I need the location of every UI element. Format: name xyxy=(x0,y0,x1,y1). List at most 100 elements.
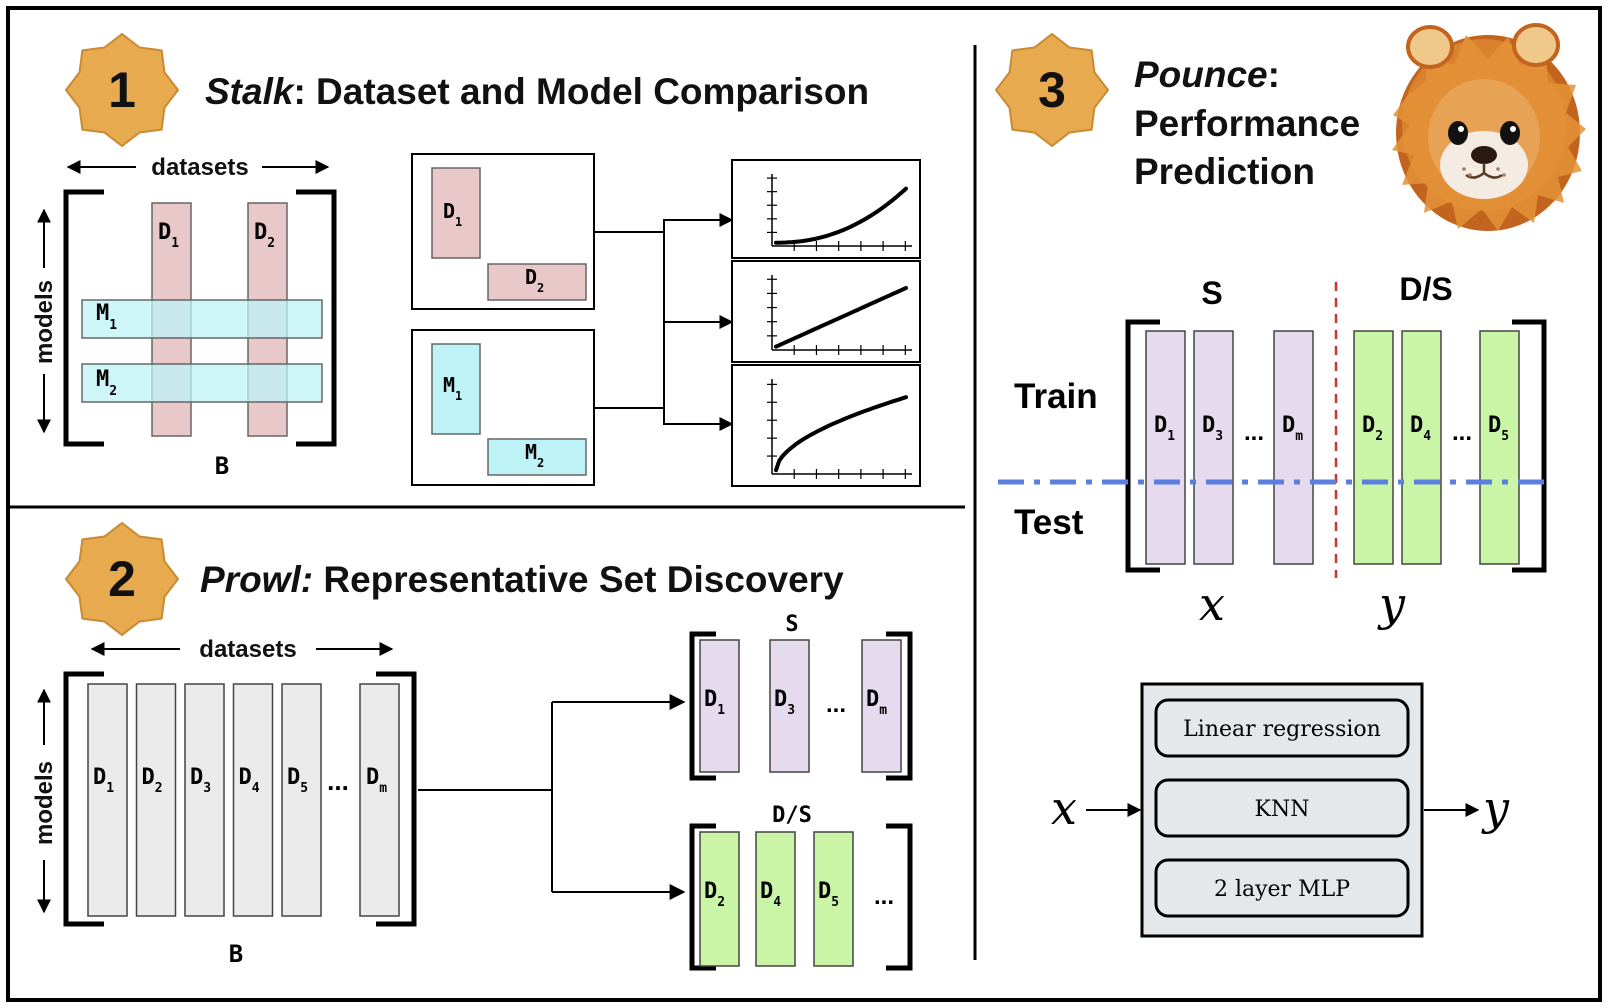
comparison-d1-label: D1 xyxy=(443,199,462,229)
matrix-left-bracket xyxy=(63,189,104,447)
p2-s-column xyxy=(769,639,810,773)
panel-3-title-line1: Pounce: xyxy=(1134,54,1280,95)
p2-column-label: D1 xyxy=(93,765,114,796)
panel-3-title-rest: : xyxy=(1268,54,1280,95)
p2-ds-column xyxy=(813,831,854,967)
p2-ellipsis: ... xyxy=(327,766,349,796)
p2-s-column xyxy=(699,639,740,773)
p3-ds-column-label: D4 xyxy=(1410,413,1431,444)
panel-3: 3 Pounce: Performance Prediction S xyxy=(994,23,1586,938)
panel-3-title-line3: Prediction xyxy=(1134,151,1315,192)
panel-1-title-rest: : Dataset and Model Comparison xyxy=(293,71,869,112)
p3-left-bracket xyxy=(1125,319,1160,573)
p2-column-label: D2 xyxy=(142,765,163,796)
p3-test-label: Test xyxy=(1014,503,1084,542)
connector-to-plot-1 xyxy=(594,213,734,233)
matrix-right-bracket xyxy=(296,189,337,447)
p3-s-column xyxy=(1193,330,1234,565)
predictor-model-label: 2 layer MLP xyxy=(1214,877,1350,902)
lion-face-icon xyxy=(1392,23,1586,231)
p3-ds-ellipsis: ... xyxy=(1452,419,1472,446)
p3-ds-label-d5: D5 xyxy=(1488,413,1509,444)
p2-ds-column-label: D2 xyxy=(704,879,725,910)
comparison-m2-label: M2 xyxy=(525,440,544,470)
comparison-d2 xyxy=(487,263,587,301)
p3-s-label: S xyxy=(1201,275,1222,311)
badge-3-shape xyxy=(994,32,1110,148)
predictor-model-label: KNN xyxy=(1255,797,1310,822)
comparison-m1 xyxy=(431,343,481,435)
p2-s-column-dm xyxy=(861,639,902,773)
badge-3-number: 3 xyxy=(1038,62,1066,118)
panel-1-matrix-label: B xyxy=(215,452,229,480)
comparison-m1-label: M1 xyxy=(443,373,462,403)
panel-3-title-line2: Performance xyxy=(1134,103,1360,144)
badge-2-number: 2 xyxy=(108,551,136,607)
panel-2-matrix-label: B xyxy=(229,940,243,968)
panel-1-title: Stalk: Dataset and Model Comparison xyxy=(205,71,869,112)
performance-plots xyxy=(731,159,921,487)
column-label-d1: D1 xyxy=(158,220,179,251)
p2-ds-column xyxy=(699,831,740,967)
p2-ds-label: D/S xyxy=(772,803,812,828)
p2-column-label: D5 xyxy=(287,765,308,796)
panel-3-title-italic: Pounce xyxy=(1134,54,1268,95)
p2-dataset-columns: D1 D2 D3 D4 D5 xyxy=(87,683,322,917)
panel-2-title-rest: Representative Set Discovery xyxy=(313,559,844,600)
p3-right-bracket xyxy=(1512,319,1547,573)
panel-1: 1 Stalk: Dataset and Model Comparison da… xyxy=(31,32,921,487)
panel-2-title-italic: Prowl: xyxy=(200,559,313,600)
p2-ds-column-label: D4 xyxy=(760,879,781,910)
p3-s-column xyxy=(1145,330,1186,565)
p2-s-columns: D1 D3 xyxy=(699,639,810,773)
row-label-m2: M2 xyxy=(96,367,117,399)
p2-ds-column-label: D5 xyxy=(818,879,839,910)
p2-dataset-column-dm xyxy=(359,683,400,917)
row-label-m1: M1 xyxy=(96,301,117,333)
panel-2-datasets-label: datasets xyxy=(199,636,296,663)
p2-matrix-right-bracket xyxy=(376,671,417,927)
p2-ds-ellipsis: ... xyxy=(874,883,894,910)
comparison-m2 xyxy=(487,438,587,476)
p3-ds-column xyxy=(1353,330,1394,565)
p2-column-label: D4 xyxy=(239,765,260,796)
p3-s-label-dm: Dm xyxy=(1282,413,1303,444)
model-row-m1 xyxy=(81,299,323,339)
panel-2-models-label: models xyxy=(31,761,58,845)
p2-s-label-dm: Dm xyxy=(866,687,887,718)
p2-ds-left-bracket xyxy=(689,823,716,971)
predictor-model-label: Linear regression xyxy=(1183,717,1381,742)
comparison-d2-label: D2 xyxy=(525,265,544,295)
badge-1-number: 1 xyxy=(108,62,136,118)
p2-column-label: D3 xyxy=(190,765,211,796)
p2-matrix-left-bracket xyxy=(63,671,104,927)
p3-x-label: x xyxy=(1199,577,1225,631)
concave-curve-plot xyxy=(731,364,921,487)
p3-ds-column-label: D2 xyxy=(1362,413,1383,444)
panel-1-datasets-label: datasets xyxy=(151,154,248,181)
p2-s-right-bracket xyxy=(886,631,913,781)
p3-train-label: Train xyxy=(1014,377,1098,416)
badge-2: 2 xyxy=(64,521,180,637)
p3-s-ellipsis: ... xyxy=(1244,419,1264,446)
predictor-model-1 xyxy=(1154,778,1410,838)
p3-ds-column xyxy=(1401,330,1442,565)
p2-column-label-dm: Dm xyxy=(366,765,387,796)
p3-output-y: y xyxy=(1481,781,1510,835)
p2-dataset-column xyxy=(281,683,322,917)
p3-y-label: y xyxy=(1377,577,1406,631)
comparison-d1 xyxy=(431,167,481,259)
p2-s-column-label: D1 xyxy=(704,687,725,718)
panel-2: 2 Prowl: Representative Set Discovery da… xyxy=(31,521,913,971)
p2-s-ellipsis: ... xyxy=(826,691,846,718)
badge-3: 3 xyxy=(994,32,1110,148)
p2-s-column-label: D3 xyxy=(774,687,795,718)
p2-dataset-column xyxy=(87,683,128,917)
convex-curve-plot xyxy=(731,159,921,259)
p2-ds-columns: D2 D4 D5 xyxy=(699,831,854,967)
connector-to-plot-3 xyxy=(663,408,734,431)
badge-1-shape xyxy=(64,32,180,148)
predictor-model-2 xyxy=(1154,858,1410,918)
